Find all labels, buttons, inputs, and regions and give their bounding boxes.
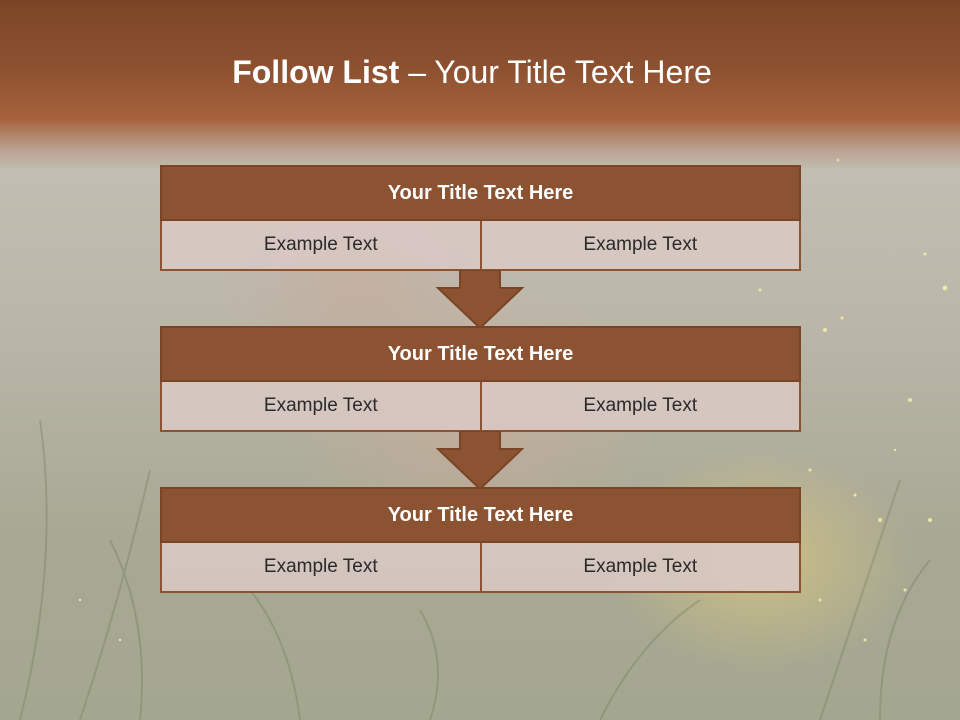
down-arrow-icon [436,431,524,491]
follow-block-3: Your Title Text Here Example Text Exampl… [160,487,801,593]
block-row: Example Text Example Text [160,382,801,432]
down-arrow-icon [436,270,524,330]
follow-block-1: Your Title Text Here Example Text Exampl… [160,165,801,271]
block-heading: Your Title Text Here [160,326,801,382]
block-heading: Your Title Text Here [160,165,801,221]
title-bold: Follow List [232,54,400,90]
block-cell-right: Example Text [479,543,799,591]
block-heading: Your Title Text Here [160,487,801,543]
block-row: Example Text Example Text [160,221,801,271]
follow-block-2: Your Title Text Here Example Text Exampl… [160,326,801,432]
title-rest: – Your Title Text Here [408,54,712,90]
slide-title: Follow List – Your Title Text Here [0,54,944,91]
header-band [0,0,960,170]
block-cell-left: Example Text [162,221,480,269]
block-cell-left: Example Text [162,382,480,430]
block-cell-left: Example Text [162,543,480,591]
block-cell-right: Example Text [479,221,799,269]
block-cell-right: Example Text [479,382,799,430]
block-row: Example Text Example Text [160,543,801,593]
